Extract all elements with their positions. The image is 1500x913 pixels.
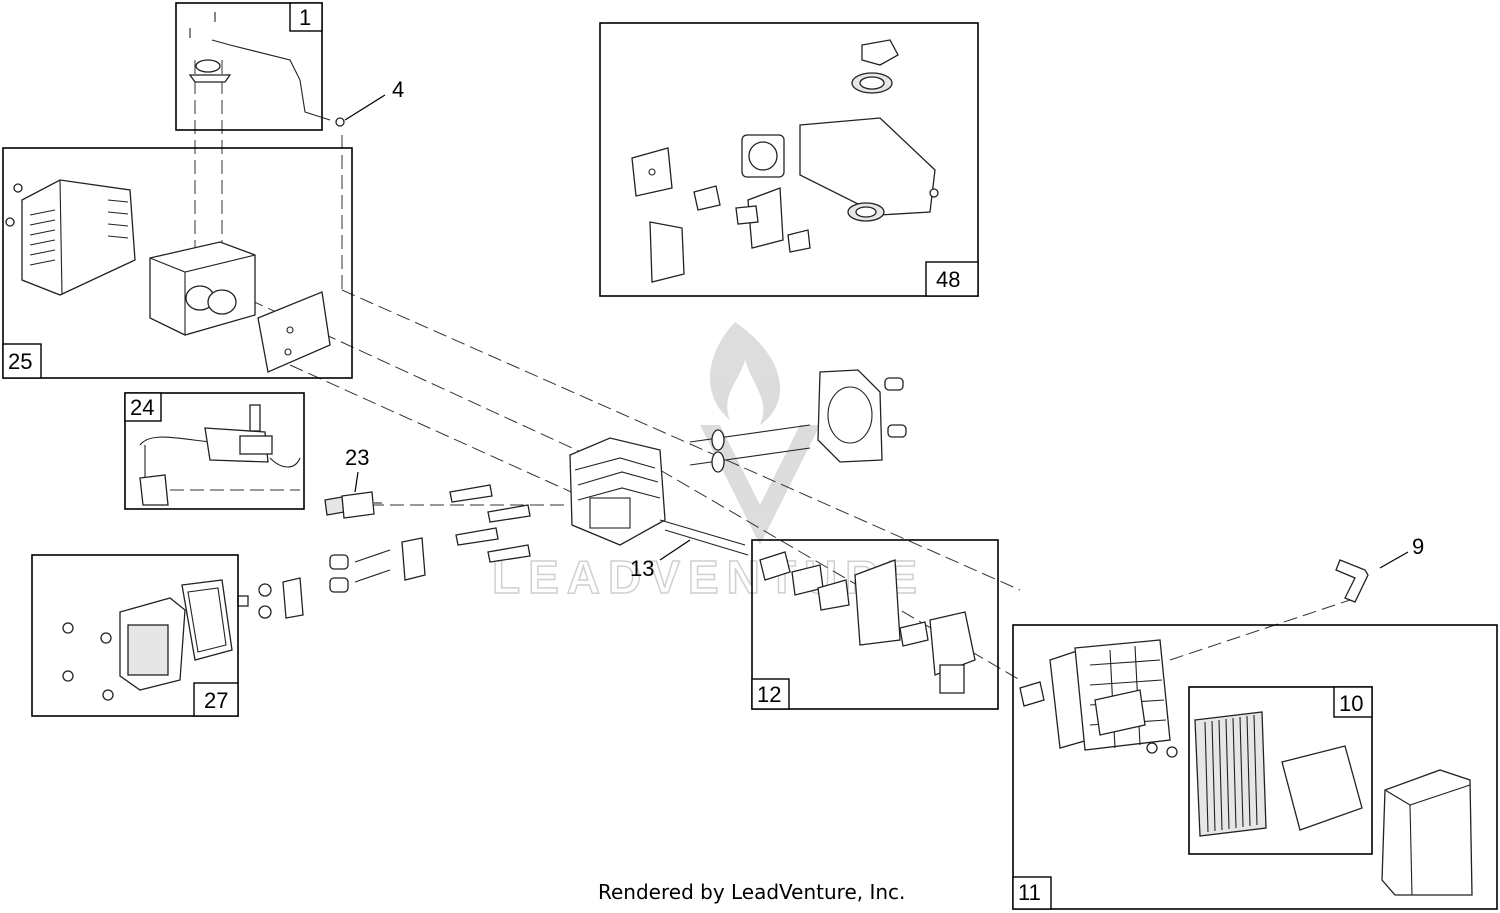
callout-13-group: 13 (630, 519, 749, 581)
callout-9: 9 (1412, 534, 1424, 559)
group-27-box: 27 (31, 554, 239, 717)
group-10-box: 10 (1188, 686, 1373, 855)
callout-23: 23 (345, 445, 369, 470)
group-11-box: 11 (1012, 624, 1498, 910)
callout-9-group: 9 (1335, 534, 1424, 603)
cylinder-head (449, 437, 666, 563)
callout-11: 11 (1018, 880, 1041, 905)
callout-25: 25 (8, 349, 32, 374)
group-1-box: 1 (175, 2, 331, 131)
group-24-box: 24 (124, 392, 305, 510)
footer-credit: Rendered by LeadVenture, Inc. (598, 880, 905, 904)
valve-parts (237, 537, 426, 619)
group-48-box: 48 (599, 22, 979, 297)
callout-48: 48 (936, 267, 960, 292)
callout-1: 1 (299, 5, 311, 30)
callout-23-group: 23 (324, 445, 382, 519)
callout-10: 10 (1339, 691, 1363, 716)
callout-13: 13 (630, 556, 654, 581)
group-12-box: 12 (751, 539, 999, 710)
group-25-box: 25 (2, 147, 353, 379)
watermark-logo (700, 322, 820, 545)
callout-12: 12 (757, 682, 781, 707)
callout-4-group: 4 (335, 77, 404, 127)
head-gasket (689, 369, 907, 473)
callout-4: 4 (392, 77, 404, 102)
callout-27: 27 (204, 688, 228, 713)
callout-24: 24 (130, 395, 154, 420)
